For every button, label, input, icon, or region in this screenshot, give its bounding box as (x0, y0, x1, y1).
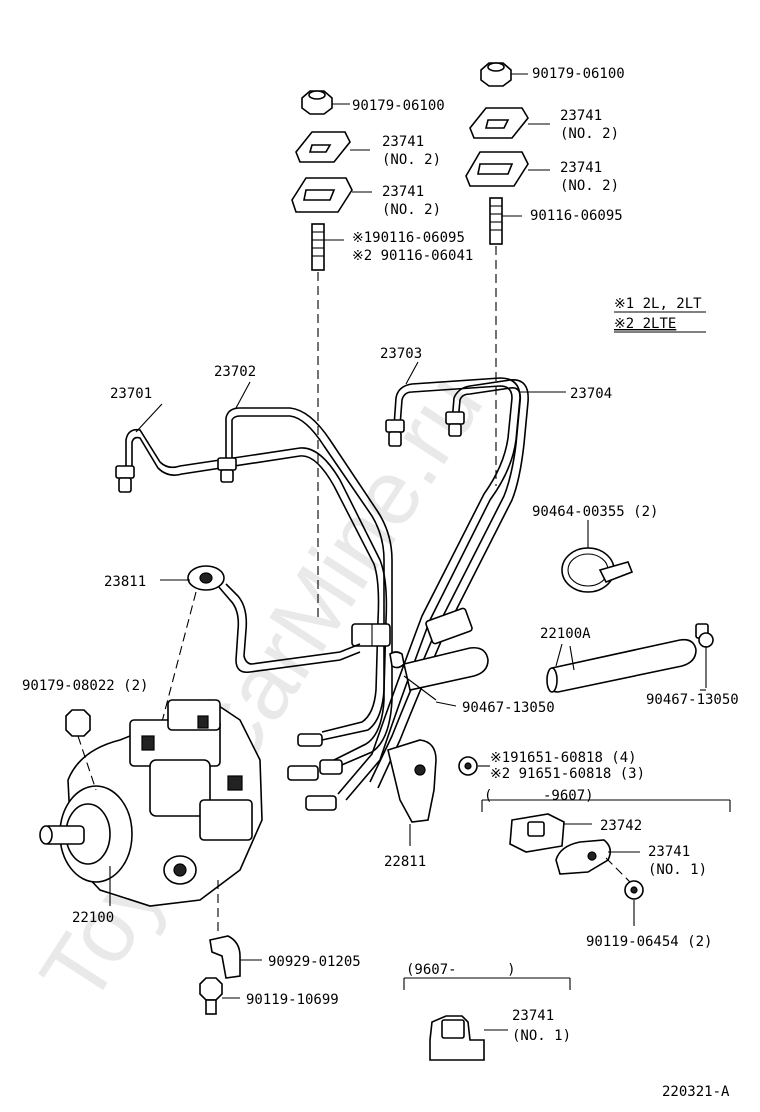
label-overflow-pipe: 23811 (104, 574, 146, 590)
clamp-23742 (509, 813, 592, 853)
label-bolt-pump: 90119-10699 (246, 992, 339, 1008)
label-nut-top-right: 90179-06100 (532, 66, 625, 82)
legend-note-1: ※1 2L, 2LT (614, 296, 702, 312)
pipe-clamp-installed-left (351, 623, 391, 647)
label-clamp-b-sub: (NO. 2) (382, 202, 441, 218)
label-clamp-g-sub: (NO. 1) (512, 1028, 571, 1044)
clamp-upper-right (469, 107, 550, 139)
figure-code: 220321-A (662, 1084, 730, 1100)
range-box-late (403, 977, 571, 990)
nut-top-left (301, 90, 350, 115)
label-hose-clip-right: 90467-13050 (646, 692, 739, 708)
leader-lines (109, 361, 706, 906)
label-pump-nut: 90179-08022 (2) (22, 678, 148, 694)
label-range-early: ( -9607) (484, 788, 594, 804)
legend-note-2: ※2 2LTE (614, 316, 676, 332)
fuel-hose-22100A (546, 638, 697, 693)
label-stud-right: 90116-06095 (530, 208, 623, 224)
pump-clamp-bracket (209, 880, 262, 979)
label-clamp-bracket: 90929-01205 (268, 954, 361, 970)
label-clamp-f-num: 23741 (648, 844, 690, 860)
label-pipe-2: 23702 (214, 364, 256, 380)
injection-pump (39, 699, 263, 907)
clamp-lower-left (291, 177, 372, 213)
label-clamp-d-sub: (NO. 2) (560, 178, 619, 194)
label-washer-2: ※2 91651-60818 (3) (490, 766, 645, 782)
label-range-late: (9607- ) (406, 962, 516, 978)
label-clamp-g-num: 23741 (512, 1008, 554, 1024)
washer (458, 756, 478, 776)
stud-right (489, 197, 522, 486)
label-clip-band: 90464-00355 (2) (532, 504, 658, 520)
clamp-23741-late (429, 1015, 508, 1061)
label-hose-clip-left: 90467-13050 (462, 700, 555, 716)
label-clamp-d-num: 23741 (560, 160, 602, 176)
pump-bolt (199, 977, 240, 1015)
label-clamp-e-num: 23742 (600, 818, 642, 834)
label-nut-top-left: 90179-06100 (352, 98, 445, 114)
label-stud-left-2: ※2 90116-06041 (352, 248, 473, 264)
label-clamp-c-num: 23741 (560, 108, 602, 124)
pump-nut (65, 709, 97, 791)
range-box-early (481, 799, 731, 812)
label-pipe-4: 23704 (570, 386, 612, 402)
stud-left (311, 223, 344, 620)
label-hose: 22100A (540, 626, 591, 642)
bolt-small (624, 880, 644, 926)
fuel-hose-installed (389, 646, 489, 701)
label-clamp-a-sub: (NO. 2) (382, 152, 441, 168)
clamp-23741-no1 (555, 839, 640, 885)
band-clip (561, 520, 634, 593)
pipe-bracket (387, 739, 437, 846)
label-clamp-b-num: 23741 (382, 184, 424, 200)
hose-clip-right (695, 623, 714, 688)
label-pump: 22100 (72, 910, 114, 926)
label-stud-left-1: ※190116-06095 (352, 230, 465, 246)
label-pipe-3: 23703 (380, 346, 422, 362)
nut-top-right (480, 62, 528, 87)
label-bolt-small: 90119-06454 (2) (586, 934, 712, 950)
clamp-lower-right (465, 151, 550, 187)
pipe-clamp-installed-right (425, 607, 473, 645)
label-pipe-1: 23701 (110, 386, 152, 402)
label-clamp-c-sub: (NO. 2) (560, 126, 619, 142)
label-clamp-a-num: 23741 (382, 134, 424, 150)
pipe-fittings (115, 411, 465, 811)
label-washer-1: ※191651-60818 (4) (490, 750, 637, 766)
label-bracket: 22811 (384, 854, 426, 870)
clamp-upper-left (295, 131, 370, 163)
label-clamp-f-sub: (NO. 1) (648, 862, 707, 878)
